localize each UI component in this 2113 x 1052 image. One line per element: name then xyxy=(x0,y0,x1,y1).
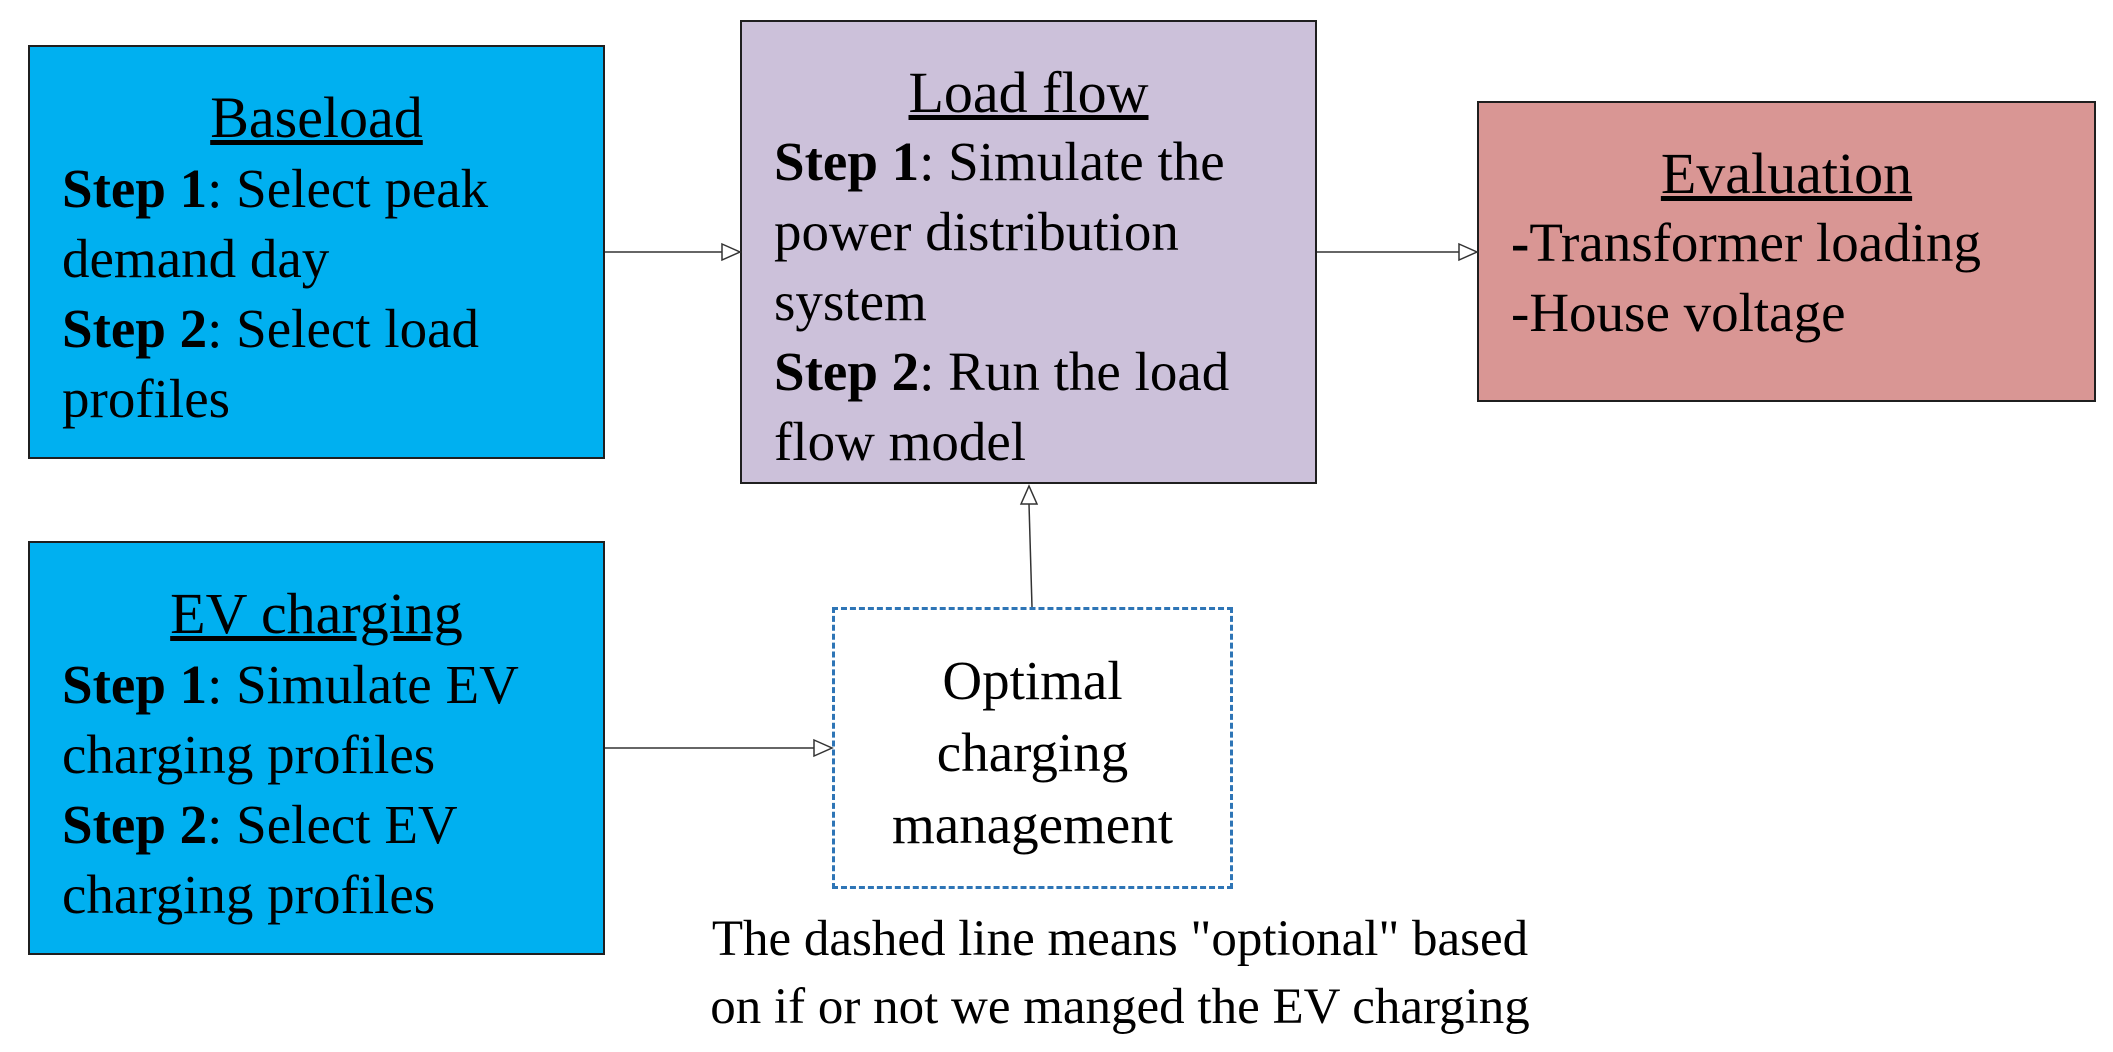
baseload-title: Baseload xyxy=(210,85,423,150)
ev-charging-step1-line1: Step 1: Simulate EV xyxy=(62,655,519,715)
optimal-line3: management xyxy=(892,794,1173,855)
baseload-box: Baseload Step 1: Select peak demand day … xyxy=(28,45,605,459)
arrowhead-optimal-to-loadflow xyxy=(1019,484,1039,505)
baseload-step1-text: : Select peak xyxy=(207,158,489,219)
ev-charging-step2-line1: Step 2: Select EV xyxy=(62,795,458,855)
ev-charging-step1-text: : Simulate EV xyxy=(207,654,519,715)
evaluation-item1-dash: - xyxy=(1511,212,1530,273)
baseload-step2-label: Step 2 xyxy=(62,298,208,359)
optimal-line2: charging xyxy=(936,722,1129,783)
arrow-optimal-to-loadflow xyxy=(1028,503,1033,608)
load-flow-step2-line2: flow model xyxy=(774,411,1027,472)
load-flow-step2-label: Step 2 xyxy=(774,341,920,402)
arrowhead-baseload-to-loadflow xyxy=(721,242,742,262)
baseload-step2-text: : Select load xyxy=(207,298,480,359)
note-line2: on if or not we manged the EV charging xyxy=(710,979,1530,1035)
ev-charging-title: EV charging xyxy=(170,581,463,646)
load-flow-step1-line1: Step 1: Simulate the xyxy=(774,132,1225,192)
load-flow-step1-text: : Simulate the xyxy=(919,131,1225,192)
evaluation-item-voltage: -House voltage xyxy=(1511,282,1846,343)
optimal-charging-box: Optimal charging management xyxy=(832,607,1233,889)
evaluation-box: Evaluation -Transformer loading -House v… xyxy=(1477,101,2096,402)
load-flow-step2-text: : Run the load xyxy=(919,341,1230,402)
ev-charging-step1-line2: charging profiles xyxy=(62,724,436,785)
dashed-line-note: The dashed line means "optional" based o… xyxy=(640,905,1600,1041)
ev-charging-step2-text: : Select EV xyxy=(207,794,458,855)
ev-charging-step1-label: Step 1 xyxy=(62,654,208,715)
baseload-step1-label: Step 1 xyxy=(62,158,208,219)
arrowhead-loadflow-to-evaluation xyxy=(1458,242,1479,262)
note-line1: The dashed line means "optional" based xyxy=(711,911,1529,967)
evaluation-item-transformer: -Transformer loading xyxy=(1511,213,1981,273)
arrowhead-evcharging-to-optimal xyxy=(813,738,834,758)
baseload-step2-line2: profiles xyxy=(62,368,231,429)
load-flow-box: Load flow Step 1: Simulate the power dis… xyxy=(740,20,1317,484)
baseload-step1-line2: demand day xyxy=(62,228,330,289)
baseload-step2-line1: Step 2: Select load xyxy=(62,299,479,359)
ev-charging-box: EV charging Step 1: Simulate EV charging… xyxy=(28,541,605,955)
load-flow-title: Load flow xyxy=(908,60,1149,125)
load-flow-step1-line2: power distribution xyxy=(774,201,1179,262)
load-flow-step1-line3: system xyxy=(774,271,927,332)
load-flow-step2-line1: Step 2: Run the load xyxy=(774,342,1229,402)
evaluation-item1-text: Transformer loading xyxy=(1529,212,1981,273)
load-flow-step1-label: Step 1 xyxy=(774,131,920,192)
optimal-line1: Optimal xyxy=(942,650,1123,711)
ev-charging-step2-line2: charging profiles xyxy=(62,864,436,925)
baseload-step1-line1: Step 1: Select peak xyxy=(62,159,488,219)
ev-charging-step2-label: Step 2 xyxy=(62,794,208,855)
evaluation-title: Evaluation xyxy=(1660,141,1913,206)
